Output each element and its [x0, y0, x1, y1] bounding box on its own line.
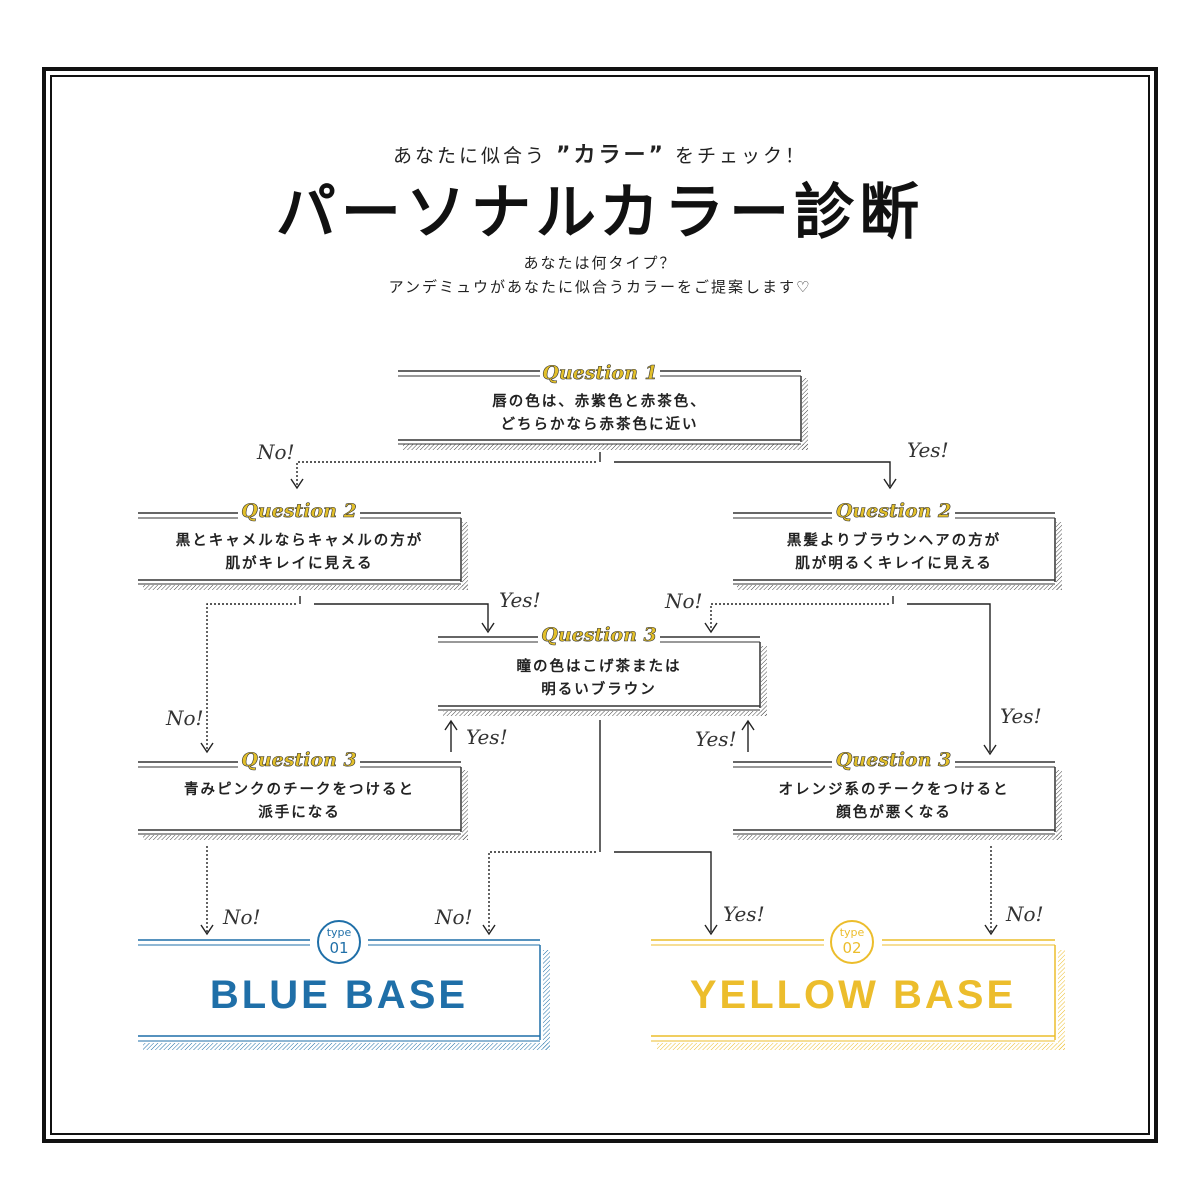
yes-label-q3-center: Yes! — [723, 902, 765, 926]
type-02-badge: type 02 — [830, 920, 874, 964]
yes-label-q3-left: Yes! — [466, 725, 508, 749]
no-label-q1: No! — [257, 440, 295, 464]
tagline: あなたに似合う ”カラー” をチェック！ — [0, 137, 1200, 169]
q3-right-tag: Question 3 — [835, 749, 952, 772]
inner-frame — [50, 75, 1150, 1135]
no-label-q2-left: No! — [166, 706, 204, 730]
q1-line1: 唇の色は、赤紫色と赤茶色、 — [492, 394, 707, 410]
intro-line-2: アンデミュウがあなたに似合うカラーをご提案します♡ — [388, 278, 812, 296]
connectors — [206, 452, 992, 932]
q3-center-tag: Question 3 — [541, 624, 657, 647]
arrowheads — [200, 478, 998, 936]
tagline-emphasis: ”カラー” — [556, 143, 666, 168]
q2-right-line2: 肌が明るくキレイに見える — [795, 556, 993, 572]
q3-left-tag: Question 3 — [241, 749, 357, 772]
q2-left-tag: Question 2 — [241, 500, 357, 523]
intro-line-1: あなたは何タイプ？ — [523, 254, 677, 272]
no-label-q2-right: No! — [665, 589, 703, 613]
q3-right-text: オレンジ系のチークをつけると 顔色が悪くなる — [733, 779, 1055, 825]
no-label-q3-left: No! — [223, 905, 261, 929]
yellow-base-box — [651, 939, 1065, 1050]
tagline-text: あなたに似合う — [392, 145, 557, 167]
yes-label-q3-right: Yes! — [695, 727, 737, 751]
q3-center-text: 瞳の色はこげ茶または 明るいブラウン — [438, 656, 760, 702]
type-number: 02 — [842, 939, 862, 957]
q2-left-box — [138, 512, 468, 590]
blue-base-box — [138, 939, 550, 1050]
yes-label-q1: Yes! — [907, 438, 949, 462]
no-label-q3-center: No! — [435, 905, 473, 929]
q3-right-line2: 顔色が悪くなる — [836, 805, 952, 821]
q2-right-tag: Question 2 — [835, 500, 952, 523]
q2-right-box — [733, 512, 1062, 590]
q2-left-text: 黒とキャメルならキャメルの方が 肌がキレイに見える — [138, 530, 461, 576]
q1-tag: Question 1 — [542, 362, 658, 385]
q3-left-box — [138, 761, 468, 840]
q3-center-line1: 瞳の色はこげ茶または — [516, 659, 682, 675]
q2-left-line2: 肌がキレイに見える — [225, 556, 374, 572]
q3-left-line2: 派手になる — [258, 805, 341, 821]
q3-center-line2: 明るいブラウン — [541, 682, 657, 698]
type-number: 01 — [329, 939, 349, 957]
type-01-badge: type 01 — [317, 920, 361, 964]
yes-label-q2-right: Yes! — [1000, 704, 1042, 728]
blue-base-label: BLUE BASE — [209, 973, 469, 1017]
q1-box — [398, 370, 808, 450]
type-label: type — [326, 926, 352, 939]
type-label: type — [839, 926, 865, 939]
q1-line2: どちらかなら赤茶色に近い — [500, 417, 699, 433]
q3-left-line1: 青みピンクのチークをつけると — [184, 782, 415, 798]
tagline-text-end: をチェック！ — [665, 145, 807, 167]
q3-center-box — [438, 636, 767, 716]
q2-right-text: 黒髪よりブラウンヘアの方が 肌が明るくキレイに見える — [733, 530, 1055, 576]
q3-left-text: 青みピンクのチークをつけると 派手になる — [138, 779, 461, 825]
q3-right-box — [733, 761, 1062, 840]
outer-frame — [42, 67, 1158, 1143]
q2-right-line1: 黒髪よりブラウンヘアの方が — [786, 533, 1002, 549]
yes-label-q2-left: Yes! — [499, 588, 541, 612]
q2-left-line1: 黒とキャメルならキャメルの方が — [175, 533, 424, 549]
q1-text: 唇の色は、赤紫色と赤茶色、 どちらかなら赤茶色に近い — [398, 391, 801, 437]
no-label-q3-right: No! — [1006, 902, 1044, 926]
yellow-base-label: YELLOW BASE — [689, 973, 1017, 1017]
q3-right-line1: オレンジ系のチークをつけると — [778, 782, 1010, 798]
page-title: パーソナルカラー診断 — [275, 178, 925, 248]
